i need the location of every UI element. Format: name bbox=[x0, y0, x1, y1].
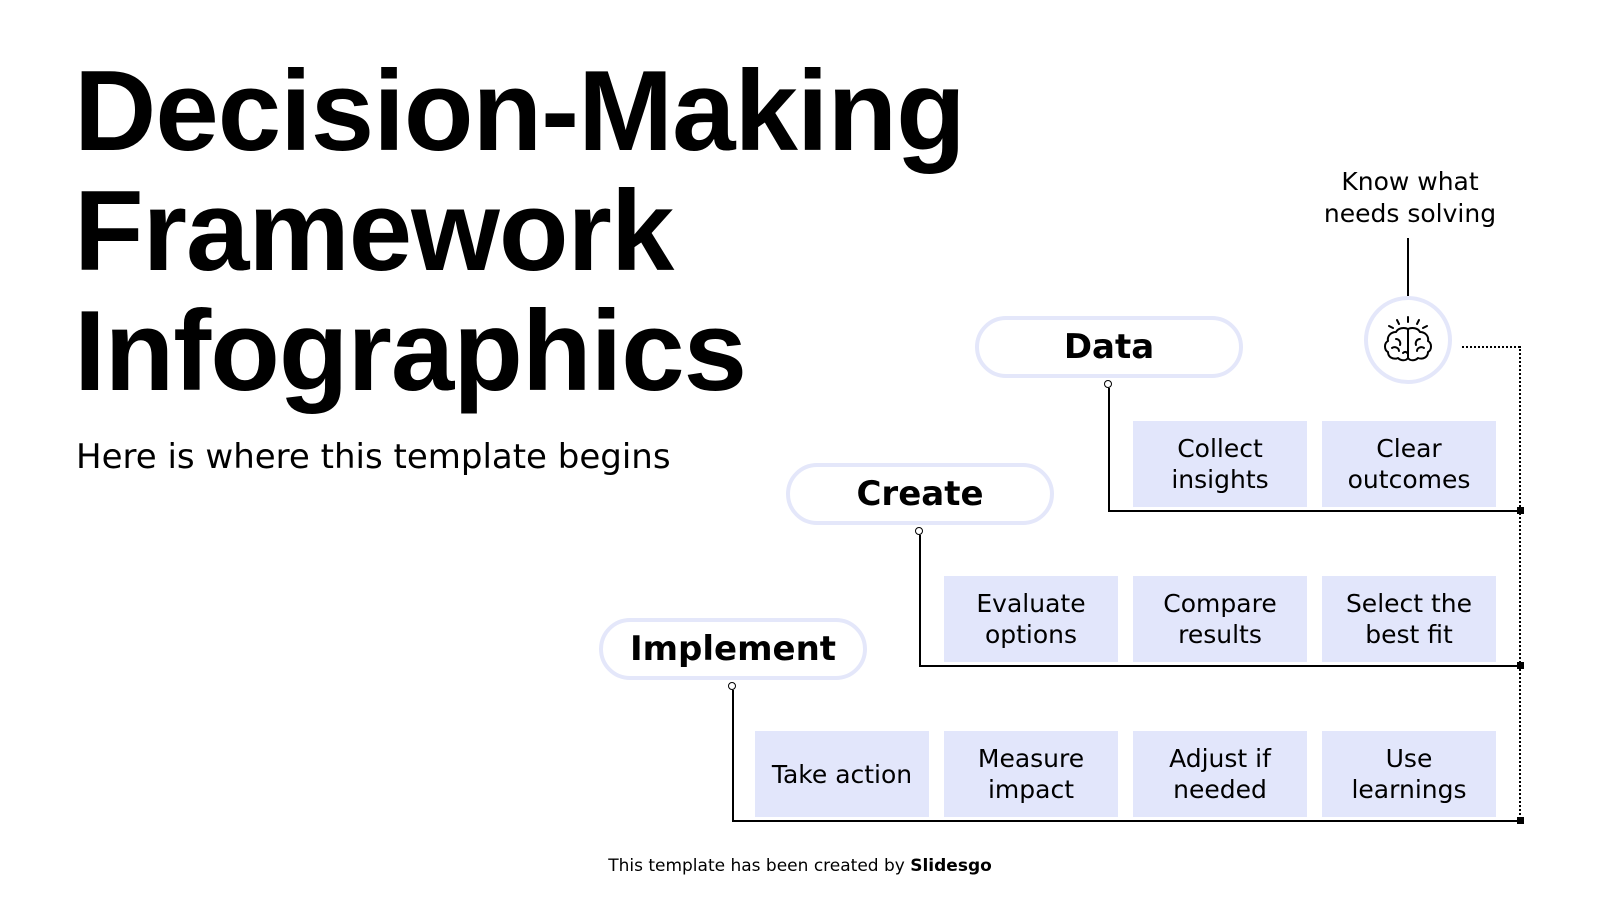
connector-dot-implement bbox=[728, 682, 736, 690]
step-line: Take action bbox=[771, 759, 913, 789]
step-line: options bbox=[984, 620, 1078, 649]
brain-connector-vertical bbox=[1519, 346, 1521, 819]
stage-label-data: Data bbox=[1063, 327, 1155, 367]
footer-credit: This template has been created by Slides… bbox=[0, 856, 1600, 876]
step-line: Clear bbox=[1376, 434, 1442, 463]
step-line: learnings bbox=[1351, 775, 1467, 804]
step-line: results bbox=[1178, 620, 1262, 649]
title-line-3: Infographics bbox=[74, 288, 747, 415]
title-line-1: Decision-Making bbox=[74, 48, 966, 175]
end-marker-implement bbox=[1517, 817, 1524, 824]
stage-pill-create: Create bbox=[786, 463, 1054, 525]
step-box: Take action bbox=[755, 731, 929, 817]
baseline-implement bbox=[732, 820, 1522, 822]
step-line: Adjust if bbox=[1169, 744, 1271, 773]
step-line: best fit bbox=[1365, 620, 1453, 649]
title-line-2: Framework bbox=[74, 168, 674, 295]
step-line: Compare bbox=[1163, 589, 1277, 618]
stage-label-create: Create bbox=[856, 474, 984, 514]
top-note-connector bbox=[1407, 238, 1409, 296]
brain-badge bbox=[1364, 296, 1452, 384]
stage-pill-implement: Implement bbox=[599, 618, 867, 680]
brain-connector-horizontal bbox=[1462, 346, 1520, 348]
step-line: Collect bbox=[1177, 434, 1263, 463]
stage-line-implement bbox=[732, 690, 734, 821]
stage-line-create bbox=[919, 535, 921, 666]
top-note: Know what needs solving bbox=[1298, 166, 1522, 230]
footer-prefix: This template has been created by bbox=[608, 856, 905, 876]
step-line: insights bbox=[1171, 465, 1269, 494]
footer-brand[interactable]: Slidesgo bbox=[910, 856, 992, 876]
baseline-data bbox=[1108, 510, 1522, 512]
end-marker-data bbox=[1517, 507, 1524, 514]
connector-dot-data bbox=[1104, 380, 1112, 388]
top-note-line-1: Know what bbox=[1341, 167, 1479, 196]
connector-dot-create bbox=[915, 527, 923, 535]
top-note-line-2: needs solving bbox=[1323, 199, 1497, 228]
stage-label-implement: Implement bbox=[629, 629, 837, 669]
stage-line-data bbox=[1108, 388, 1110, 511]
step-line: outcomes bbox=[1347, 465, 1471, 494]
step-line: Use bbox=[1385, 744, 1433, 773]
step-line: Select the bbox=[1345, 589, 1473, 618]
baseline-create bbox=[919, 665, 1522, 667]
step-line: impact bbox=[987, 775, 1075, 804]
step-line: needed bbox=[1173, 775, 1267, 804]
end-marker-create bbox=[1517, 662, 1524, 669]
slide-title: Decision-Making Framework Infographics bbox=[74, 48, 966, 415]
stage-pill-data: Data bbox=[975, 316, 1243, 378]
step-line: Evaluate bbox=[976, 589, 1086, 618]
brain-icon bbox=[1384, 316, 1432, 362]
slide-subtitle: Here is where this template begins bbox=[76, 437, 671, 477]
step-line: Measure bbox=[977, 744, 1085, 773]
